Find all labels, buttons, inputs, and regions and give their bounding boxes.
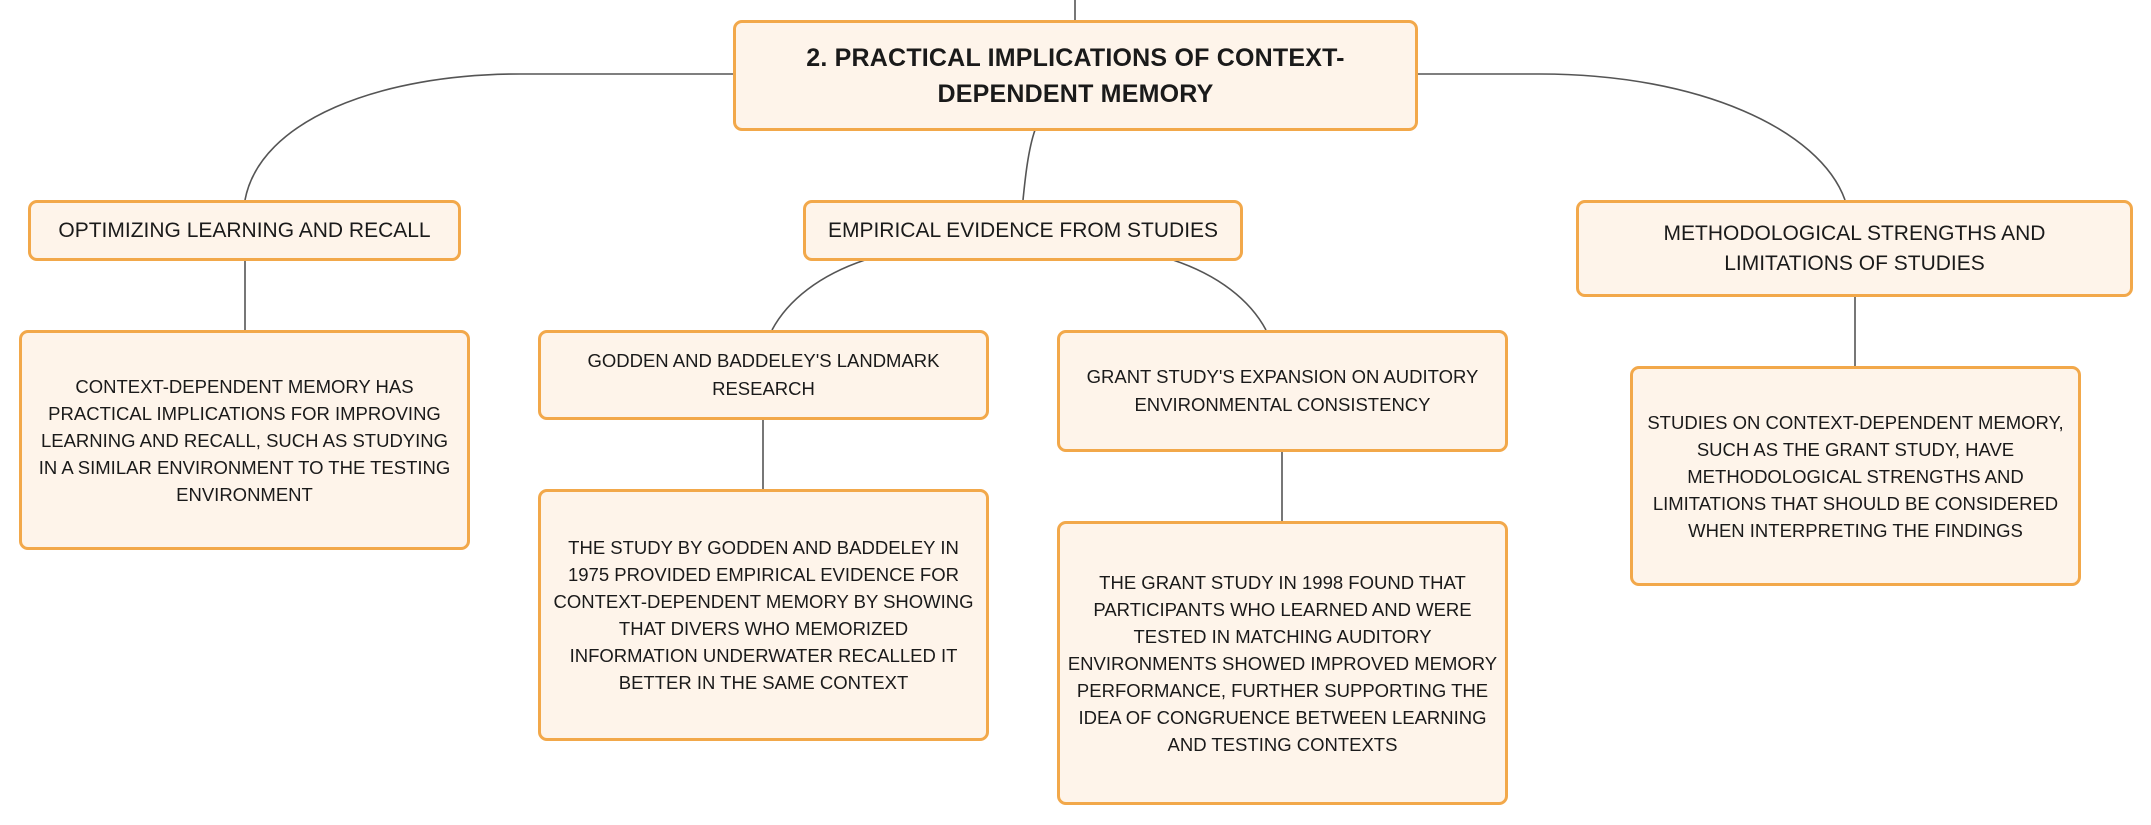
detail-node-methodological[interactable]: STUDIES ON CONTEXT-DEPENDENT MEMORY, SUC… [1630,366,2081,586]
branch-node-methodological[interactable]: METHODOLOGICAL STRENGTHS AND LIMITATIONS… [1576,200,2133,297]
detail-node-grant[interactable]: THE GRANT STUDY IN 1998 FOUND THAT PARTI… [1057,521,1508,805]
subtopic-label-godden: GODDEN AND BADDELEY'S LANDMARK RESEARCH [587,350,940,399]
detail-text-optimizing: CONTEXT-DEPENDENT MEMORY HAS PRACTICAL I… [38,375,451,505]
detail-text-grant: THE GRANT STUDY IN 1998 FOUND THAT PARTI… [1067,571,1498,755]
detail-text-godden: THE STUDY BY GODDEN AND BADDELEY IN 1975… [553,537,974,693]
connector-root-to-methodological [1418,73,1846,201]
branch-node-empirical[interactable]: EMPIRICAL EVIDENCE FROM STUDIES [803,200,1243,261]
connector-root-to-optimizing [244,73,733,201]
central-topic-node[interactable]: 2. PRACTICAL IMPLICATIONS OF CONTEXT-DEP… [733,20,1418,131]
detail-node-godden[interactable]: THE STUDY BY GODDEN AND BADDELEY IN 1975… [538,489,989,741]
subtopic-node-grant[interactable]: GRANT STUDY'S EXPANSION ON AUDITORY ENVI… [1057,330,1508,452]
subtopic-label-grant: GRANT STUDY'S EXPANSION ON AUDITORY ENVI… [1086,366,1479,415]
subtopic-node-godden[interactable]: GODDEN AND BADDELEY'S LANDMARK RESEARCH [538,330,989,420]
central-topic-label: 2. PRACTICAL IMPLICATIONS OF CONTEXT-DEP… [806,43,1345,108]
detail-node-optimizing[interactable]: CONTEXT-DEPENDENT MEMORY HAS PRACTICAL I… [19,330,470,550]
connector-root-to-empirical [1022,129,1036,201]
branch-label-optimizing: OPTIMIZING LEARNING AND RECALL [58,218,431,242]
branch-node-optimizing[interactable]: OPTIMIZING LEARNING AND RECALL [28,200,461,261]
branch-label-empirical: EMPIRICAL EVIDENCE FROM STUDIES [827,218,1219,242]
detail-text-methodological: STUDIES ON CONTEXT-DEPENDENT MEMORY, SUC… [1647,411,2064,541]
connector-empirical-to-godden [771,259,866,331]
connector-empirical-to-grant [1172,259,1267,331]
branch-label-methodological: METHODOLOGICAL STRENGTHS AND LIMITATIONS… [1663,221,2046,275]
